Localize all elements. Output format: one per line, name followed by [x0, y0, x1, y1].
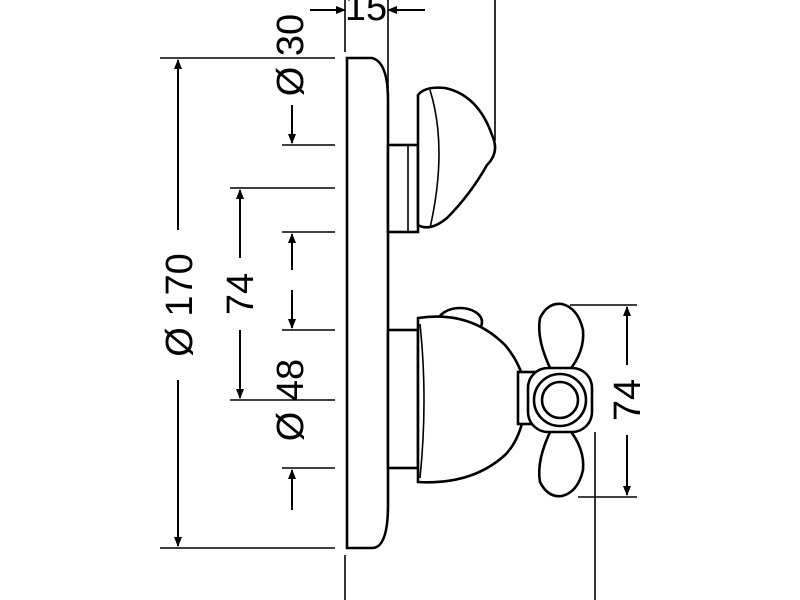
- dim-diameter-30: Ø 30: [270, 14, 335, 270]
- dim-spacing-74-left: 74: [220, 187, 335, 401]
- dim-diameter-170: Ø 170: [159, 57, 335, 549]
- label-spacing-74-left: 74: [220, 273, 262, 315]
- dim-diameter-48: Ø 48: [270, 290, 335, 510]
- wall-plate: [345, 56, 390, 550]
- cross-handle: [516, 302, 594, 498]
- label-spacing-74-right: 74: [607, 379, 649, 421]
- dim-width-15: 15: [310, 0, 425, 88]
- label-width-15: 15: [345, 0, 387, 29]
- lower-body: [386, 306, 528, 484]
- label-diameter-170: Ø 170: [159, 253, 201, 357]
- label-diameter-30: Ø 30: [270, 14, 312, 96]
- upper-knob: [386, 86, 497, 234]
- dim-spacing-74-right: 74: [570, 304, 649, 498]
- label-diameter-48: Ø 48: [270, 359, 312, 441]
